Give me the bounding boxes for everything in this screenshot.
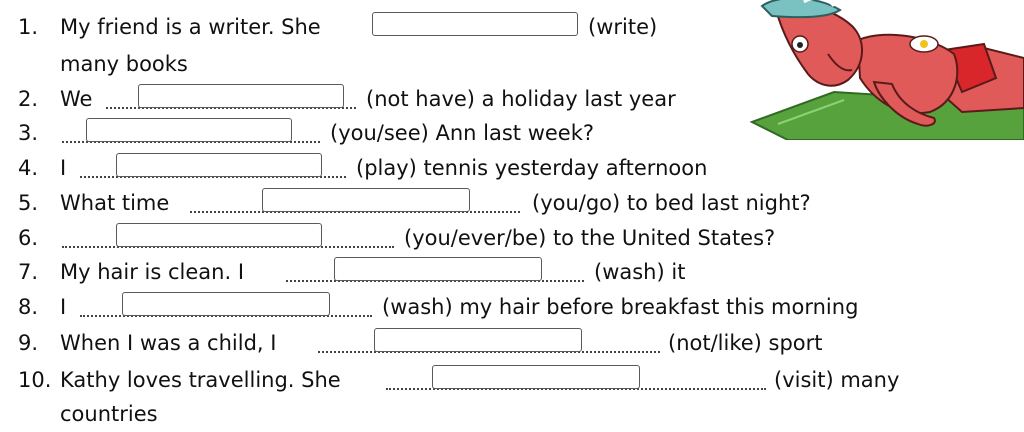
answer-field-5[interactable] bbox=[262, 188, 470, 212]
dotted-answer-line bbox=[190, 211, 520, 213]
item-number: 4. bbox=[18, 156, 39, 180]
item-text-before: Kathy loves travelling. She bbox=[60, 368, 341, 392]
item-number: 7. bbox=[18, 260, 39, 284]
exercise-item-6: 6. (you/ever/be) to the United States? bbox=[0, 222, 880, 256]
answer-field-2[interactable] bbox=[138, 84, 344, 108]
arm-shape bbox=[872, 80, 936, 127]
item-text-before: When I was a child, I bbox=[60, 331, 277, 355]
answer-field-4[interactable] bbox=[116, 153, 322, 177]
answer-field-6[interactable] bbox=[116, 223, 322, 247]
item-text-before: What time bbox=[60, 191, 170, 215]
exercise-item-10-continuation: countries bbox=[0, 398, 300, 432]
dotted-answer-line bbox=[62, 246, 394, 248]
dotted-answer-line bbox=[62, 141, 320, 143]
exercise-item-1-continuation: many books bbox=[0, 48, 300, 82]
dotted-answer-line bbox=[106, 107, 356, 109]
dotted-answer-line bbox=[286, 280, 584, 282]
item-number: 3. bbox=[18, 121, 39, 145]
item-text-continuation: many books bbox=[60, 52, 188, 76]
item-text-before: I bbox=[60, 295, 67, 319]
mouth-shape bbox=[827, 53, 853, 72]
item-text-after: (you/see) Ann last week? bbox=[330, 121, 595, 145]
answer-field-1[interactable] bbox=[372, 12, 578, 36]
exercise-item-5: 5. What time (you/go) to bed last night? bbox=[0, 187, 880, 221]
exercise-item-10: 10. Kathy loves travelling. She (visit) … bbox=[0, 364, 940, 398]
item-text-after: (wash) my hair before breakfast this mor… bbox=[382, 295, 859, 319]
item-text-after: (write) bbox=[588, 15, 658, 39]
item-number: 6. bbox=[18, 226, 39, 250]
exercise-item-3: 3. (you/see) Ann last week? bbox=[0, 117, 760, 151]
item-text-before: I bbox=[60, 156, 67, 180]
dotted-answer-line bbox=[318, 351, 660, 353]
exercise-item-7: 7. My hair is clean. I (wash) it bbox=[0, 256, 760, 290]
item-text-before: We bbox=[60, 87, 93, 111]
item-number: 2. bbox=[18, 87, 39, 111]
item-text-after: (not have) a holiday last year bbox=[366, 87, 676, 111]
answer-field-3[interactable] bbox=[86, 118, 292, 142]
item-text-after: (not/like) sport bbox=[668, 331, 823, 355]
exercise-item-1: 1. My friend is a writer. She (write) bbox=[0, 11, 760, 45]
item-text-after: (visit) many bbox=[774, 368, 900, 392]
answer-field-7[interactable] bbox=[334, 257, 542, 281]
answer-field-10[interactable] bbox=[432, 365, 640, 389]
item-text-after: (you/go) to bed last night? bbox=[532, 191, 811, 215]
exercise-item-9: 9. When I was a child, I (not/like) spor… bbox=[0, 327, 900, 361]
item-text-continuation: countries bbox=[60, 402, 158, 426]
sunbathing-man-on-towel-icon bbox=[749, 0, 1024, 140]
answer-field-8[interactable] bbox=[122, 292, 330, 316]
item-number: 9. bbox=[18, 331, 39, 355]
pupil-shape bbox=[797, 42, 803, 48]
item-number: 1. bbox=[18, 15, 39, 39]
dotted-answer-line bbox=[386, 388, 766, 390]
item-text-after: (wash) it bbox=[594, 260, 686, 284]
item-text-before: My friend is a writer. She bbox=[60, 15, 321, 39]
item-text-after: (play) tennis yesterday afternoon bbox=[356, 156, 708, 180]
dotted-answer-line bbox=[80, 315, 372, 317]
item-number: 8. bbox=[18, 295, 39, 319]
item-number: 10. bbox=[18, 368, 52, 392]
exercise-item-4: 4. I (play) tennis yesterday afternoon bbox=[0, 152, 780, 186]
exercise-item-2: 2. We (not have) a holiday last year bbox=[0, 83, 760, 117]
dotted-answer-line bbox=[80, 176, 346, 178]
item-text-before: My hair is clean. I bbox=[60, 260, 245, 284]
item-text-after: (you/ever/be) to the United States? bbox=[404, 226, 776, 250]
hat-band-shape bbox=[803, 0, 836, 8]
item-number: 5. bbox=[18, 191, 39, 215]
egg-yolk-shape bbox=[920, 40, 928, 48]
towel-stripe bbox=[777, 99, 845, 125]
hat-shape bbox=[760, 0, 842, 19]
exercise-item-8: 8. I (wash) my hair before breakfast thi… bbox=[0, 291, 960, 325]
answer-field-9[interactable] bbox=[374, 328, 582, 352]
